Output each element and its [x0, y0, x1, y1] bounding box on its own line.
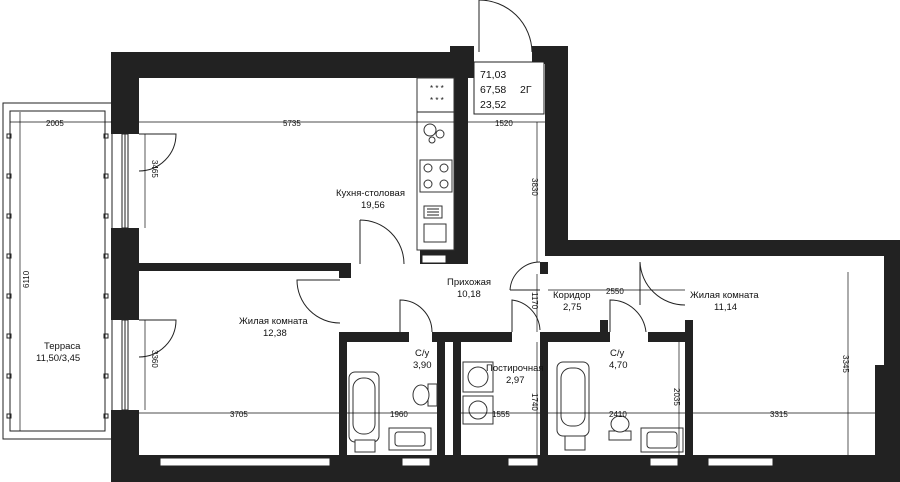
info-type: 2Г	[520, 84, 532, 96]
bathtub-right-icon	[556, 361, 590, 437]
room-terrace-name: Терраса	[44, 341, 81, 352]
doors	[138, 0, 686, 358]
room-living-right-name: Жилая комната	[690, 290, 759, 301]
room-bath-left: С/у 3,90	[413, 348, 432, 371]
room-living-left-area: 12,38	[263, 328, 287, 339]
door-kitchen	[359, 219, 405, 265]
sink-left-icon	[388, 427, 432, 451]
kitchen-sink-icon	[423, 205, 447, 243]
info-extra-area: 23,52	[480, 99, 506, 111]
dim-terrace-length: 6110	[22, 270, 31, 288]
dim-living-left-width: 3705	[230, 410, 248, 419]
dim-corridor-width: 2550	[606, 287, 624, 296]
wall-left	[111, 52, 139, 134]
dim-laundry-height: 1740	[530, 393, 539, 411]
room-corridor-area: 2,75	[563, 302, 582, 313]
shower-left-icon	[354, 439, 376, 453]
windows	[121, 133, 774, 467]
dim-living-right-height: 3345	[841, 355, 850, 373]
dim-kitchen-window: 3465	[150, 160, 159, 178]
dishwasher-icon	[423, 123, 445, 144]
svg-text:* * *: * * *	[430, 96, 444, 105]
entrance-door	[478, 0, 533, 53]
dim-laundry-width: 1555	[492, 410, 510, 419]
room-hall-area: 10,18	[457, 289, 481, 300]
room-corridor-name: Коридор	[553, 290, 591, 301]
room-bath-right-area: 4,70	[609, 360, 628, 371]
door-laundry	[511, 299, 541, 332]
terrace	[2, 102, 113, 440]
room-living-left-name: Жилая комната	[239, 316, 308, 327]
wall-right-step	[545, 240, 900, 256]
dimension-lines	[10, 112, 875, 455]
room-hall-name: Прихожая	[447, 277, 491, 288]
room-living-right: Жилая комната 11,14	[690, 290, 759, 313]
info-box: 71,03 67,58 23,52 2Г	[473, 61, 545, 115]
sink-right-icon	[640, 427, 684, 453]
dim-terrace-width: 2005	[46, 119, 64, 128]
room-laundry-area: 2,97	[506, 375, 525, 386]
toilet-right-icon	[608, 415, 632, 441]
window-living-right-bottom	[707, 457, 774, 467]
terrace-posts	[6, 133, 109, 419]
room-terrace-area: 11,50/3,45	[36, 353, 80, 364]
room-bath-right-name: С/у	[610, 348, 625, 359]
dim-bath-right-height: 2035	[672, 388, 681, 406]
door-living-right	[639, 261, 686, 306]
room-living-left: Жилая комната 12,38	[239, 316, 308, 339]
dim-living-left-window: 3360	[150, 350, 159, 368]
shower-right-icon	[564, 435, 586, 451]
room-kitchen-name: Кухня-столовая	[336, 188, 405, 199]
range-hood-icon: * * * * * *	[430, 84, 444, 105]
door-living-terrace	[138, 319, 177, 358]
terrace-outline	[2, 102, 113, 440]
fixtures: * * * * * *	[348, 77, 684, 453]
dim-bath-left-width: 1960	[390, 410, 408, 419]
bathtub-left-icon	[348, 371, 380, 443]
room-hall: Прихожая 10,18	[447, 277, 491, 300]
dim-kitchen-width: 5735	[283, 119, 301, 128]
room-terrace: Терраса 11,50/3,45	[36, 341, 81, 364]
room-corridor: Коридор 2,75	[553, 290, 591, 313]
door-bath-right	[609, 299, 647, 333]
terrace-inner-outline	[9, 110, 106, 432]
washer-icon	[462, 361, 494, 425]
room-kitchen-area: 19,56	[361, 200, 385, 211]
dim-corridor-height: 1170	[530, 292, 539, 310]
room-bath-left-area: 3,90	[413, 360, 432, 371]
door-living-left	[296, 279, 341, 324]
toilet-left-icon	[412, 383, 438, 407]
room-bath-right: С/у 4,70	[609, 348, 628, 371]
dim-living-right-width: 3315	[770, 410, 788, 419]
dim-hall-top: 1520	[495, 119, 513, 128]
room-bath-left-name: С/у	[415, 348, 430, 359]
door-bath-left	[399, 299, 433, 333]
dim-bath-right-width: 2410	[609, 410, 627, 419]
door-kitchen-terrace	[138, 133, 177, 172]
room-kitchen: Кухня-столовая 19,56	[336, 188, 405, 211]
room-laundry: Постирочная 2,97	[486, 363, 544, 386]
wall-top-left	[111, 52, 473, 78]
info-living-area: 67,58	[480, 84, 506, 96]
info-total-area: 71,03	[480, 69, 506, 81]
room-laundry-name: Постирочная	[486, 363, 544, 374]
window-living-left-bottom	[159, 457, 331, 467]
stove-icon	[419, 159, 453, 193]
dim-hall-height: 3830	[530, 178, 539, 196]
room-living-right-area: 11,14	[714, 302, 737, 313]
svg-text:* * *: * * *	[430, 84, 444, 93]
